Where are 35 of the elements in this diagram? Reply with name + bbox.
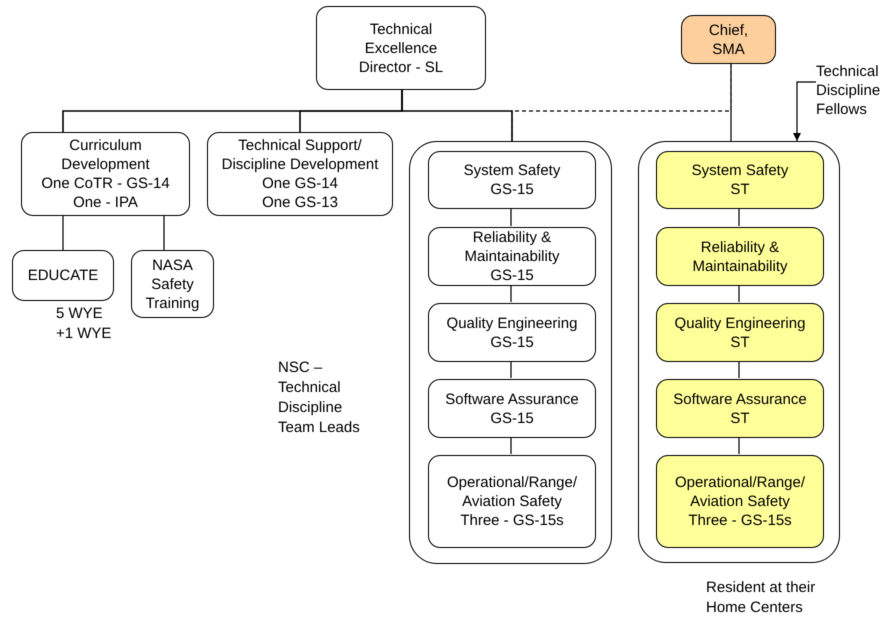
connector-line: [401, 90, 513, 141]
connector-line: [738, 285, 740, 302]
connector-line: [510, 437, 512, 454]
org-box: NASA Safety Training: [131, 250, 214, 318]
org-box: System Safety ST: [656, 151, 824, 209]
note-text: NSC – Technical Discipline Team Leads: [278, 358, 361, 438]
org-box: Technical Support/ Discipline Development One GS-14 One GS-13: [207, 132, 393, 216]
connector-line: [738, 361, 740, 378]
connector-line: [510, 285, 512, 302]
org-box: Reliability & Maintainability GS-15: [428, 227, 596, 286]
arrow: [793, 81, 816, 141]
annotation-text: Technical Discipline Fellows: [816, 58, 892, 122]
org-box: Software Assurance GS-15: [428, 379, 596, 438]
org-box: Curriculum Development One CoTR - GS-14 One - IPA: [21, 132, 190, 216]
org-box: Operational/Range/ Aviation Safety Three - GS-15s: [656, 455, 824, 548]
connector-line: [738, 437, 740, 454]
org-box: Quality Engineering ST: [656, 303, 824, 362]
note-text: 5 WYE +1 WYE: [56, 304, 112, 344]
org-box: Software Assurance ST: [656, 379, 824, 438]
group-frame: [638, 141, 840, 563]
connector-line: [510, 208, 512, 226]
connector-line: [738, 208, 740, 226]
org-box: Operational/Range/ Aviation Safety Three - GS-15s: [428, 455, 596, 548]
note-text: Resident at their Home Centers: [706, 578, 816, 618]
org-box: Reliability & Maintainability: [656, 227, 824, 286]
connector-line: [62, 216, 64, 250]
connector-line: [730, 64, 732, 141]
group-frame: [409, 141, 612, 564]
org-box: EDUCATE: [12, 250, 114, 301]
org-box: Quality Engineering GS-15: [428, 303, 596, 362]
org-box: Chief, SMA: [681, 15, 776, 64]
connector-line: [510, 361, 512, 378]
org-box: System Safety GS-15: [428, 151, 596, 209]
org-box: Technical Excellence Director - SL: [316, 6, 486, 90]
connector-line: [163, 216, 165, 250]
